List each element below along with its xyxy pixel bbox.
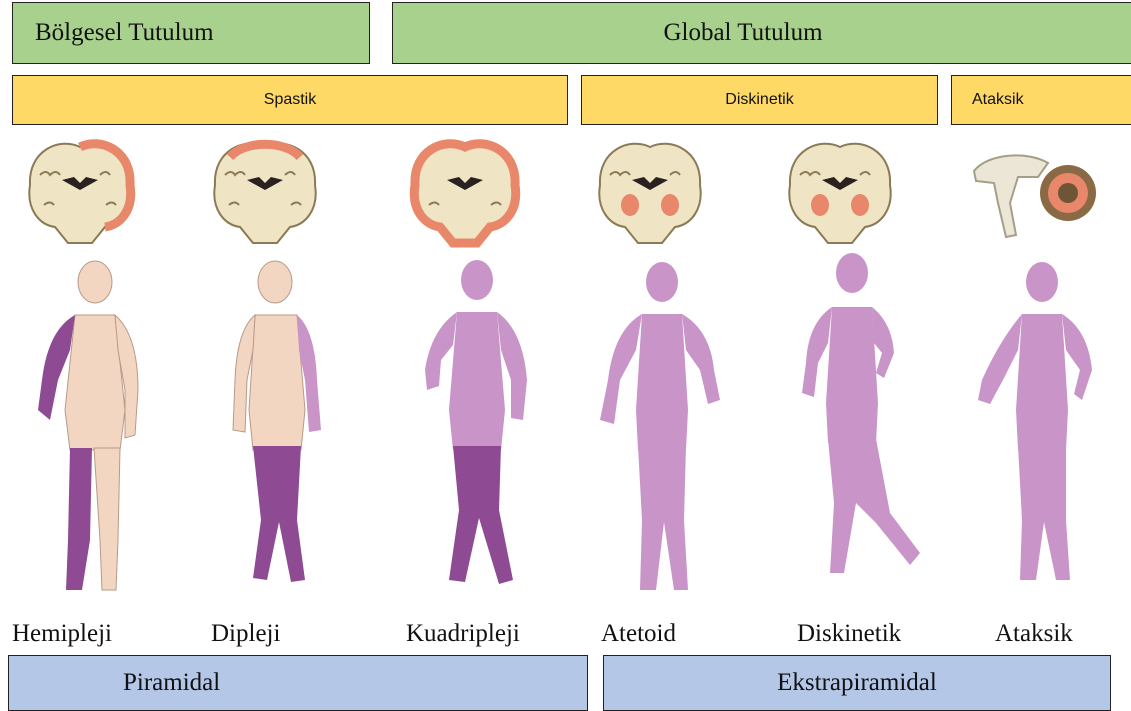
dyskinetic-header: Diskinetik: [581, 75, 938, 125]
regional-involvement-label: Bölgesel Tutulum: [35, 19, 214, 47]
spastic-header: Spastik: [12, 75, 568, 125]
label-athetoid: Atetoid: [601, 620, 676, 648]
regional-involvement-header: Bölgesel Tutulum: [12, 2, 370, 64]
global-involvement-label: Global Tutulum: [663, 19, 822, 47]
label-diplegia: Dipleji: [211, 620, 280, 648]
coronal-brain-full-cortex-icon: [414, 144, 515, 243]
dyskinetic-label: Diskinetik: [725, 91, 793, 109]
athetoid-figure-icon: [600, 262, 720, 590]
column-diplegia: [185, 135, 355, 595]
ataxic-label: Ataksik: [972, 91, 1024, 109]
coronal-brain-basal-ganglia-icon: [599, 144, 700, 243]
extrapyramidal-label: Ekstrapiramidal: [777, 669, 937, 697]
column-dyskinetic: [760, 135, 930, 595]
label-hemiplegia: Hemipleji: [12, 620, 112, 648]
quadriplegia-figure-icon: [425, 260, 527, 584]
column-ataxic: [950, 135, 1120, 595]
column-quadriplegia: [385, 135, 555, 595]
ataxic-header: Ataksik: [951, 75, 1131, 125]
label-quadriplegia: Kuadripleji: [406, 620, 520, 648]
column-hemiplegia: [0, 135, 170, 595]
extrapyramidal-footer: Ekstrapiramidal: [603, 655, 1111, 711]
pyramidal-label: Piramidal: [123, 669, 220, 697]
global-involvement-header: Global Tutulum: [392, 2, 1131, 64]
label-dyskinetic: Diskinetik: [797, 620, 901, 648]
spastic-label: Spastik: [264, 91, 316, 109]
coronal-brain-basal-ganglia-icon: [789, 144, 890, 243]
coronal-brain-left-cortex-icon: [29, 144, 130, 243]
pyramidal-footer: Piramidal: [8, 655, 588, 711]
sagittal-brain-cerebellum-icon: [974, 155, 1096, 237]
coronal-brain-top-cortex-icon: [214, 144, 315, 243]
hemiplegia-figure-icon: [38, 261, 138, 590]
label-ataxic: Ataksik: [995, 620, 1073, 648]
diplegia-figure-icon: [233, 261, 321, 582]
ataxic-figure-icon: [978, 262, 1092, 580]
column-athetoid: [570, 135, 740, 595]
dyskinetic-figure-icon: [802, 253, 920, 573]
